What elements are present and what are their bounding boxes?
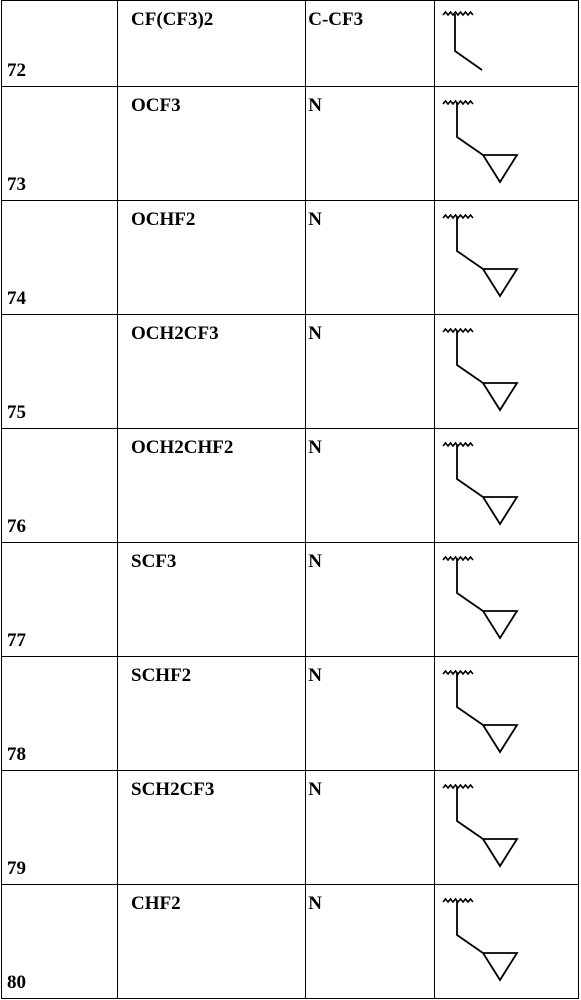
table-row: 72 CF(CF3)2 C-CF3 <box>2 1 579 87</box>
compound-number-cell: 74 <box>2 201 118 315</box>
structure-cell <box>435 771 579 885</box>
structure-cell <box>435 885 579 999</box>
x-group-text: N <box>308 95 322 117</box>
x-group-text: N <box>308 779 322 801</box>
table-row: 79 SCH2CF3 N <box>2 771 579 885</box>
cyclopropylmethyl-wavy-bond-icon <box>435 543 575 655</box>
compound-number: 80 <box>7 972 26 994</box>
compound-number: 74 <box>7 288 26 310</box>
compound-number: 73 <box>7 174 26 196</box>
x-group-cell: N <box>306 543 435 657</box>
x-group-text: N <box>308 665 322 687</box>
compound-number-cell: 76 <box>2 429 118 543</box>
x-group-cell: N <box>306 315 435 429</box>
substituent-text: SCF3 <box>131 551 176 573</box>
table-row: 77 SCF3 N <box>2 543 579 657</box>
substituent-cell: OCH2CHF2 <box>118 429 306 543</box>
structure-cell <box>435 429 579 543</box>
substituent-text: OCHF2 <box>131 209 195 231</box>
x-group-cell: N <box>306 87 435 201</box>
structure-cell <box>435 1 579 87</box>
structure-cell <box>435 87 579 201</box>
substituent-cell: OCH2CF3 <box>118 315 306 429</box>
compound-number-cell: 78 <box>2 657 118 771</box>
x-group-text: N <box>308 551 322 573</box>
substituent-text: OCH2CF3 <box>131 323 219 345</box>
compound-number-cell: 77 <box>2 543 118 657</box>
x-group-cell: C-CF3 <box>306 1 435 87</box>
compound-number: 76 <box>7 516 26 538</box>
x-group-text: N <box>308 209 322 231</box>
cyclopropylmethyl-wavy-bond-icon <box>435 885 575 997</box>
x-group-cell: N <box>306 885 435 999</box>
x-group-cell: N <box>306 657 435 771</box>
compound-number-cell: 75 <box>2 315 118 429</box>
x-group-cell: N <box>306 771 435 885</box>
compound-number: 77 <box>7 630 26 652</box>
table-row: 76 OCH2CHF2 N <box>2 429 579 543</box>
table-row: 73 OCF3 N <box>2 87 579 201</box>
cyclopropylmethyl-wavy-bond-icon <box>435 429 575 541</box>
table-row: 78 SCHF2 N <box>2 657 579 771</box>
x-group-cell: N <box>306 201 435 315</box>
structure-cell <box>435 201 579 315</box>
substituent-text: OCH2CHF2 <box>131 437 233 459</box>
substituent-text: CF(CF3)2 <box>131 9 213 31</box>
substituent-cell: OCF3 <box>118 87 306 201</box>
x-group-text: N <box>308 323 322 345</box>
cyclopropylmethyl-wavy-bond-icon <box>435 657 575 769</box>
compound-number: 78 <box>7 744 26 766</box>
compound-number: 75 <box>7 402 26 424</box>
substituent-text: SCHF2 <box>131 665 191 687</box>
cyclopropylmethyl-wavy-bond-icon <box>435 315 575 427</box>
compound-number-cell: 79 <box>2 771 118 885</box>
ethyl-wavy-bond-icon <box>435 1 575 85</box>
compound-number: 72 <box>7 60 26 82</box>
substituent-cell: CF(CF3)2 <box>118 1 306 87</box>
compound-number-cell: 72 <box>2 1 118 87</box>
x-group-text: C-CF3 <box>308 9 363 31</box>
compound-number-cell: 73 <box>2 87 118 201</box>
cyclopropylmethyl-wavy-bond-icon <box>435 771 575 883</box>
cyclopropylmethyl-wavy-bond-icon <box>435 201 575 313</box>
substituent-text: SCH2CF3 <box>131 779 214 801</box>
compound-number: 79 <box>7 858 26 880</box>
table-row: 80 CHF2 N <box>2 885 579 999</box>
substituent-cell: SCH2CF3 <box>118 771 306 885</box>
cyclopropylmethyl-wavy-bond-icon <box>435 87 575 199</box>
substituent-text: OCF3 <box>131 95 181 117</box>
substituent-text: CHF2 <box>131 893 181 915</box>
table-row: 75 OCH2CF3 N <box>2 315 579 429</box>
structure-cell <box>435 543 579 657</box>
x-group-cell: N <box>306 429 435 543</box>
substituent-cell: SCHF2 <box>118 657 306 771</box>
substituent-cell: SCF3 <box>118 543 306 657</box>
table-row: 74 OCHF2 N <box>2 201 579 315</box>
structure-cell <box>435 657 579 771</box>
compound-number-cell: 80 <box>2 885 118 999</box>
x-group-text: N <box>308 437 322 459</box>
x-group-text: N <box>308 893 322 915</box>
substituent-cell: OCHF2 <box>118 201 306 315</box>
structure-cell <box>435 315 579 429</box>
substituent-cell: CHF2 <box>118 885 306 999</box>
